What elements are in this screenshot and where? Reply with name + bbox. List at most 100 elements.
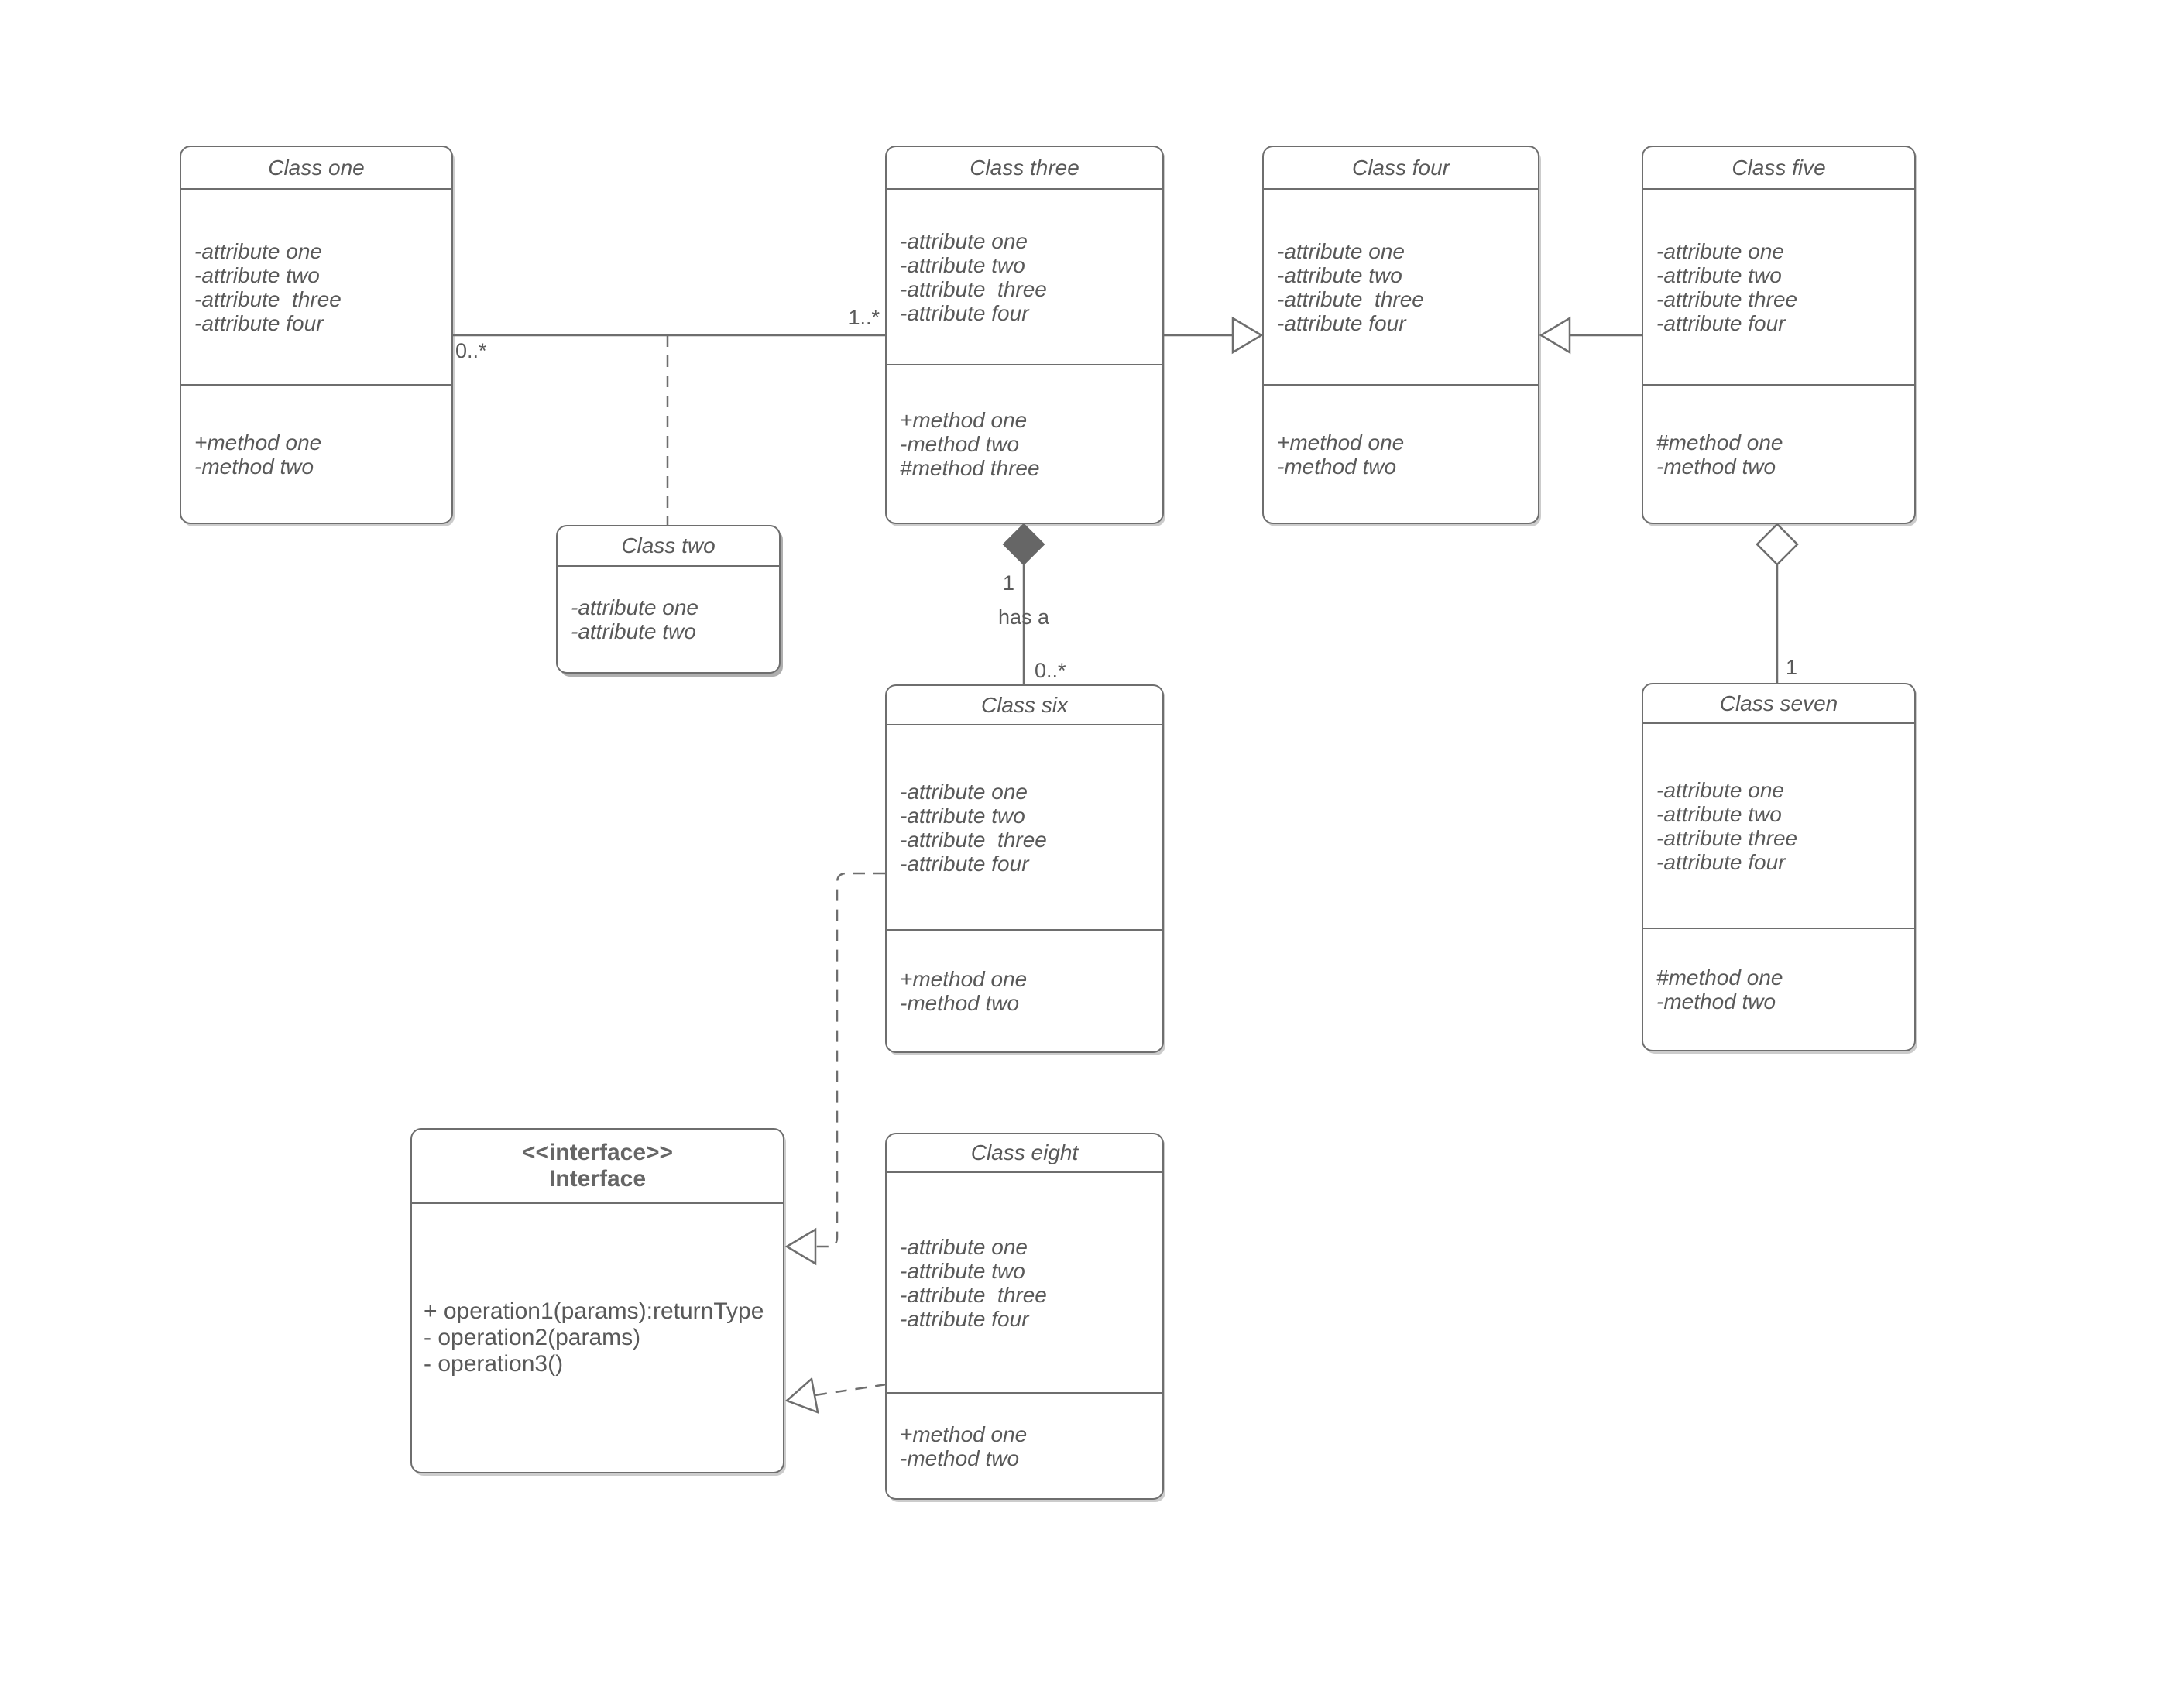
class-five-shape[interactable]: Class five -attribute one -attribute two… (1642, 146, 1916, 524)
method: -method two (1656, 989, 1776, 1013)
composition-diamond-icon (1002, 523, 1045, 566)
operation: + operation1(params):returnType (424, 1298, 764, 1324)
association-name-label: has a (997, 605, 1050, 629)
attribute: -attribute two (900, 252, 1025, 277)
class-eight-attributes: -attribute one -attribute two -attribute… (887, 1173, 1162, 1394)
multiplicity-label-association-target: 1..* (848, 306, 880, 329)
generalization-five-four[interactable] (1539, 316, 1642, 355)
attribute: -attribute one (1656, 238, 1784, 263)
multiplicity-label-aggregation-target: 1 (1786, 656, 1798, 679)
operation: - operation2(params) (424, 1325, 641, 1350)
method: +method one (1277, 430, 1405, 454)
aggregation-five-seven[interactable] (1756, 523, 1799, 683)
class-eight-shape[interactable]: Class eight -attribute one -attribute tw… (885, 1133, 1164, 1500)
realization-arrowhead-icon (784, 1377, 819, 1414)
class-two-attributes: -attribute one -attribute two (558, 567, 779, 672)
class-three-shape[interactable]: Class three -attribute one -attribute tw… (885, 146, 1164, 524)
class-eight-title: Class eight (887, 1134, 1162, 1173)
realization-arrowhead-icon (784, 1227, 817, 1266)
attribute: -attribute two (1656, 262, 1782, 287)
attribute: -attribute four (194, 310, 324, 335)
method: -method two (1277, 454, 1397, 478)
generalization-arrowhead-icon (1231, 316, 1264, 355)
composition-three-six[interactable] (1002, 523, 1045, 684)
attribute: -attribute three (1656, 286, 1798, 311)
attribute: -attribute four (1656, 849, 1786, 874)
generalization-arrowhead-icon (1539, 316, 1571, 355)
method: -method two (900, 991, 1020, 1015)
attribute: -attribute two (900, 803, 1025, 828)
class-seven-attributes: -attribute one -attribute two -attribute… (1643, 724, 1914, 929)
attribute: -attribute one (900, 779, 1028, 804)
attribute: -attribute three (1277, 286, 1424, 311)
class-two-title: Class two (558, 526, 779, 567)
class-five-methods: #method one -method two (1643, 386, 1914, 523)
attribute: -attribute three (194, 286, 342, 311)
class-seven-title: Class seven (1643, 684, 1914, 724)
attribute: -attribute one (900, 1234, 1028, 1259)
attribute: -attribute two (571, 619, 696, 643)
multiplicity-label-association-source: 0..* (455, 339, 487, 362)
attribute: -attribute four (1277, 310, 1406, 335)
class-six-shape[interactable]: Class six -attribute one -attribute two … (885, 684, 1164, 1053)
class-four-title: Class four (1264, 147, 1538, 190)
interface-stereotype: <<interface>> (521, 1140, 674, 1165)
attribute: -attribute one (900, 228, 1028, 253)
class-eight-methods: +method one -method two (887, 1394, 1162, 1498)
method: #method one (1656, 430, 1783, 454)
realization-six-interface[interactable] (784, 872, 885, 1266)
attribute: -attribute four (1656, 310, 1786, 335)
attribute: -attribute two (194, 262, 320, 287)
class-three-methods: +method one -method two #method three (887, 365, 1162, 523)
class-six-attributes: -attribute one -attribute two -attribute… (887, 725, 1162, 931)
attribute: -attribute three (1656, 825, 1798, 850)
method: #method three (900, 456, 1040, 480)
attribute: -attribute four (900, 851, 1029, 876)
method: -method two (194, 454, 314, 478)
method: -method two (900, 432, 1020, 456)
class-four-attributes: -attribute one -attribute two -attribute… (1264, 190, 1538, 386)
attribute: -attribute four (900, 300, 1029, 325)
class-five-title: Class five (1643, 147, 1914, 190)
class-one-title: Class one (181, 147, 451, 190)
attribute: -attribute two (900, 1258, 1025, 1283)
operation: - operation3() (424, 1351, 564, 1377)
class-two-shape[interactable]: Class two -attribute one -attribute two (556, 525, 781, 674)
attribute: -attribute two (1656, 801, 1782, 826)
method: +method one (194, 430, 322, 454)
class-three-title: Class three (887, 147, 1162, 190)
class-one-shape[interactable]: Class one -attribute one -attribute two … (180, 146, 453, 524)
attribute: -attribute three (900, 1282, 1047, 1307)
attribute: -attribute three (900, 276, 1047, 301)
class-six-methods: +method one -method two (887, 931, 1162, 1051)
method: -method two (900, 1446, 1020, 1470)
attribute: -attribute two (1277, 262, 1402, 287)
attribute: -attribute one (571, 595, 698, 619)
interface-shape[interactable]: <<interface>> Interface + operation1(par… (410, 1128, 784, 1473)
generalization-three-four[interactable] (1164, 316, 1264, 355)
class-seven-shape[interactable]: Class seven -attribute one -attribute tw… (1642, 683, 1916, 1051)
class-seven-methods: #method one -method two (1643, 929, 1914, 1050)
attribute: -attribute three (900, 827, 1047, 852)
multiplicity-label-composition-source: 1 (1002, 571, 1014, 595)
method: +method one (900, 408, 1028, 432)
interface-operations: + operation1(params):returnType - operat… (412, 1204, 783, 1472)
method: +method one (900, 967, 1028, 991)
attribute: -attribute one (194, 238, 322, 263)
class-six-title: Class six (887, 686, 1162, 725)
class-four-shape[interactable]: Class four -attribute one -attribute two… (1262, 146, 1539, 524)
class-three-attributes: -attribute one -attribute two -attribute… (887, 190, 1162, 365)
attribute: -attribute four (900, 1306, 1029, 1331)
attribute: -attribute one (1277, 238, 1405, 263)
class-four-methods: +method one -method two (1264, 386, 1538, 523)
class-five-attributes: -attribute one -attribute two -attribute… (1643, 190, 1914, 386)
multiplicity-label-composition-target: 0..* (1035, 659, 1066, 682)
method: -method two (1656, 454, 1776, 478)
interface-name: Interface (548, 1166, 647, 1192)
class-one-methods: +method one -method two (181, 386, 451, 523)
method: +method one (900, 1422, 1028, 1446)
method: #method one (1656, 965, 1783, 989)
interface-title: <<interface>> Interface (412, 1130, 783, 1204)
realization-eight-interface[interactable] (784, 1377, 887, 1414)
